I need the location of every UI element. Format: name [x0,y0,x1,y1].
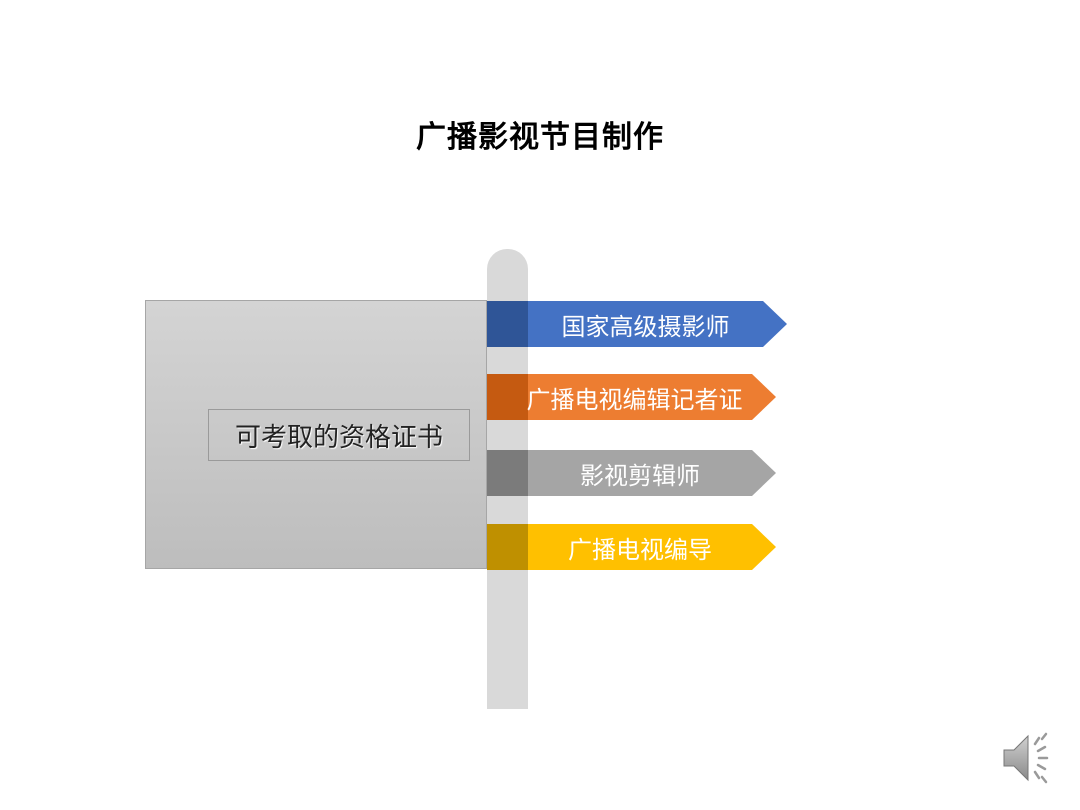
sign-arrow-label: 国家高级摄影师 [561,312,730,341]
sign-arrow-editor: 影视剪辑师 [487,450,776,496]
sign-arrow-cap [487,301,528,347]
sign-arrow-journalist: 广播电视编辑记者证 [487,374,776,420]
sign-arrow-label: 广播电视编导 [568,535,712,564]
sign-arrow-label: 影视剪辑师 [580,461,700,490]
sign-arrow-cap [487,374,528,420]
sign-arrow-cap [487,450,528,496]
signboard-label: 可考取的资格证书 [208,409,470,461]
sign-arrow-photographer: 国家高级摄影师 [487,301,787,347]
sign-arrow-label: 广播电视编辑记者证 [526,385,743,414]
slide-title: 广播影视节目制作 [416,120,664,155]
signboard-panel [145,300,487,569]
sign-arrow-cap [487,524,528,570]
sign-arrow-director: 广播电视编导 [487,524,776,570]
speaker-icon[interactable] [1000,730,1060,786]
